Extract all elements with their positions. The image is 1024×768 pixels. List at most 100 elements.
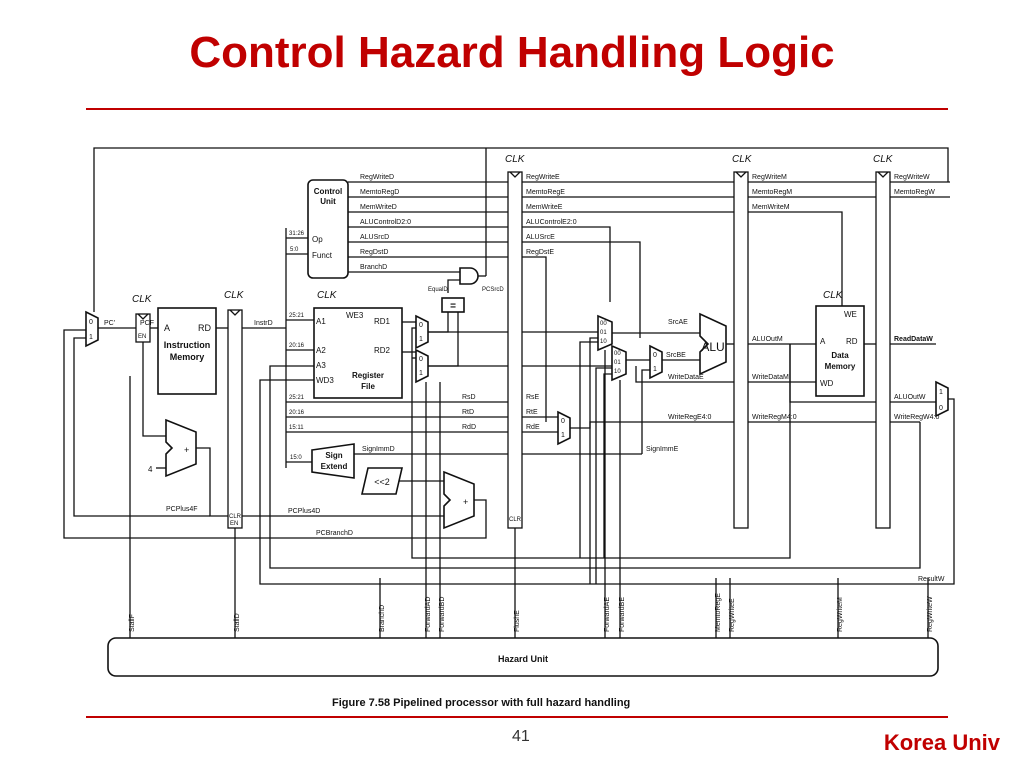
svg-text:00: 00 — [600, 321, 607, 327]
svg-text:Op: Op — [312, 235, 323, 244]
svg-text:Control: Control — [314, 187, 342, 196]
svg-text:RegWriteM: RegWriteM — [752, 174, 787, 181]
svg-text:RtD: RtD — [462, 409, 474, 416]
sign-extend: Sign Extend — [311, 443, 355, 479]
forward-ad-mux: 0 1 — [415, 314, 429, 350]
writedatae-label: WriteDataE — [668, 374, 704, 381]
svg-text:File: File — [361, 382, 375, 391]
control-signals-e: RegWriteE MemtoRegE MemWriteE ALUControl… — [522, 174, 734, 422]
srcbe-label: SrcBE — [666, 352, 686, 359]
equald-label: EqualD — [428, 287, 448, 293]
pipeline-schematic: CLK CLK CLK CLK CLK CLK CLK EN CLR EN CL… — [63, 147, 955, 709]
svg-text:01: 01 — [600, 330, 607, 336]
writeregw-label: WriteRegW4:0 — [894, 414, 939, 421]
svg-text:<<2: <<2 — [374, 477, 390, 487]
bits-5-0: 5:0 — [290, 247, 299, 253]
svg-text:+: + — [184, 445, 189, 455]
srcae-label: SrcAE — [668, 319, 688, 326]
writeregm-label: WriteRegM4:0 — [752, 414, 797, 421]
alusrc-mux: 0 1 — [649, 344, 663, 380]
clk-label-rf: CLK — [317, 290, 338, 301]
svg-text:0: 0 — [419, 322, 423, 329]
signimme-label: SignImmE — [646, 446, 679, 453]
svg-text:StallD: StallD — [234, 613, 241, 632]
bits-31-26: 31:26 — [289, 231, 305, 237]
svg-text:RdE: RdE — [526, 424, 540, 431]
svg-text:0: 0 — [419, 356, 423, 363]
svg-text:RdD: RdD — [462, 424, 476, 431]
svg-text:RegWriteD: RegWriteD — [360, 174, 394, 181]
svg-text:A3: A3 — [316, 361, 326, 370]
svg-text:10: 10 — [600, 339, 607, 345]
hazard-signal-lines — [129, 350, 929, 638]
pcsrcd-label: PCSrcD — [482, 287, 504, 293]
top-rule — [86, 108, 948, 110]
svg-text:ALUSrcE: ALUSrcE — [526, 234, 555, 241]
svg-text:A: A — [820, 337, 826, 346]
svg-text:RegWriteW: RegWriteW — [894, 174, 930, 181]
svg-text:RtE: RtE — [526, 409, 538, 416]
control-signals-w: RegWriteW MemtoRegW — [890, 174, 950, 198]
svg-text:ForwardAE: ForwardAE — [604, 597, 611, 632]
control-signals-m: RegWriteM MemtoRegM MemWriteM — [748, 174, 876, 306]
svg-text:MemtoRegW: MemtoRegW — [894, 189, 935, 196]
svg-text:BranchD: BranchD — [360, 264, 387, 271]
svg-text:A: A — [164, 323, 170, 333]
svg-text:RD: RD — [198, 323, 211, 333]
svg-text:ForwardBD: ForwardBD — [439, 597, 446, 632]
svg-text:1: 1 — [653, 366, 657, 373]
svg-text:Register: Register — [352, 371, 384, 380]
svg-text:Sign: Sign — [325, 451, 342, 460]
svg-text:MemtoRegE: MemtoRegE — [526, 189, 565, 196]
clk-label-e: CLK — [505, 154, 526, 165]
resultw-label: ResultW — [918, 576, 945, 583]
clk-label-d: CLK — [224, 290, 245, 301]
instruction-memory: A RD Instruction Memory — [157, 307, 217, 395]
svg-text:RD1: RD1 — [374, 317, 391, 326]
control-unit: Control Unit Op Funct — [307, 179, 349, 279]
svg-text:Memory: Memory — [825, 362, 856, 371]
svg-text:RegWriteM: RegWriteM — [837, 597, 844, 632]
svg-text:RegDstD: RegDstD — [360, 249, 388, 256]
en-label-d: EN — [230, 521, 238, 527]
clk-label-m: CLK — [732, 154, 753, 165]
writedatam-label: WriteDataM — [752, 374, 789, 381]
register-file: A1 A2 A3 WD3 WE3 RD1 RD2 Register File — [313, 307, 403, 399]
forward-bd-mux: 0 1 — [415, 348, 429, 384]
svg-text:1: 1 — [561, 432, 565, 439]
svg-text:MemtoRegE: MemtoRegE — [715, 593, 722, 632]
clk-label-w: CLK — [873, 154, 894, 165]
svg-text:ForwardBE: ForwardBE — [619, 597, 626, 632]
svg-text:RegWriteE: RegWriteE — [526, 174, 560, 181]
hazard-unit: Hazard Unit — [107, 637, 939, 677]
pc-prime-label: PC' — [104, 320, 115, 327]
regdst-mux: 0 1 — [557, 410, 571, 446]
svg-text:WE: WE — [844, 310, 857, 319]
memtoreg-mux: 1 0 — [935, 380, 949, 418]
svg-text:1: 1 — [939, 389, 943, 396]
svg-text:A2: A2 — [316, 346, 326, 355]
svg-text:0: 0 — [653, 352, 657, 359]
pcplus4d-label: PCPlus4D — [288, 508, 320, 515]
svg-text:1: 1 — [419, 336, 423, 343]
page-number: 41 — [512, 728, 530, 745]
svg-text:ALUControlE2:0: ALUControlE2:0 — [526, 219, 577, 226]
svg-text:RegWriteW: RegWriteW — [927, 596, 934, 632]
hazard-signal-labels: StallF StallD BranchD ForwardAD ForwardB… — [129, 593, 934, 632]
data-memory: WE A RD Data Memory WD — [815, 305, 865, 397]
svg-text:RegWriteE: RegWriteE — [729, 598, 736, 632]
svg-text:25:21: 25:21 — [289, 395, 305, 401]
svg-text:MemWriteE: MemWriteE — [526, 204, 563, 211]
svg-text:Funct: Funct — [312, 251, 333, 260]
svg-text:WD3: WD3 — [316, 376, 334, 385]
svg-text:RD2: RD2 — [374, 346, 391, 355]
svg-text:RsD: RsD — [462, 394, 476, 401]
pipeline-register-e — [507, 171, 523, 529]
pcplus4f-label: PCPlus4F — [166, 506, 198, 513]
svg-text:Unit: Unit — [320, 197, 336, 206]
svg-text:Hazard Unit: Hazard Unit — [498, 654, 548, 664]
svg-text:MemtoRegD: MemtoRegD — [360, 189, 399, 196]
svg-text:25:21: 25:21 — [289, 313, 305, 319]
svg-text:20:16: 20:16 — [289, 343, 305, 349]
footer-text: Korea Univ — [883, 730, 1000, 755]
